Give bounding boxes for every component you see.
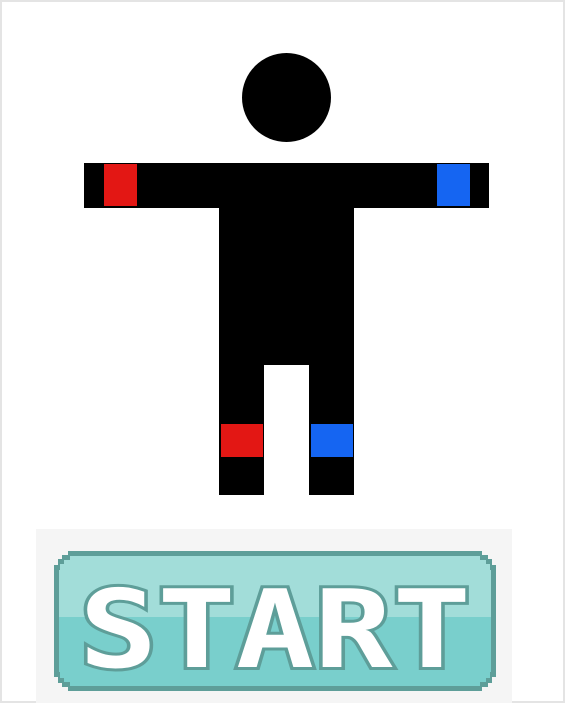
left-foot-marker <box>221 424 263 457</box>
figure-arms <box>84 163 489 208</box>
figure-torso <box>219 205 354 365</box>
start-panel: START <box>36 529 512 703</box>
player-figure <box>84 53 489 495</box>
start-button[interactable]: START <box>54 551 496 691</box>
left-hand-marker <box>104 164 137 206</box>
figure-head <box>242 53 331 142</box>
start-button-label: START <box>79 568 471 691</box>
right-foot-marker <box>311 424 353 457</box>
start-button-face <box>59 556 491 686</box>
right-hand-marker <box>437 164 470 206</box>
